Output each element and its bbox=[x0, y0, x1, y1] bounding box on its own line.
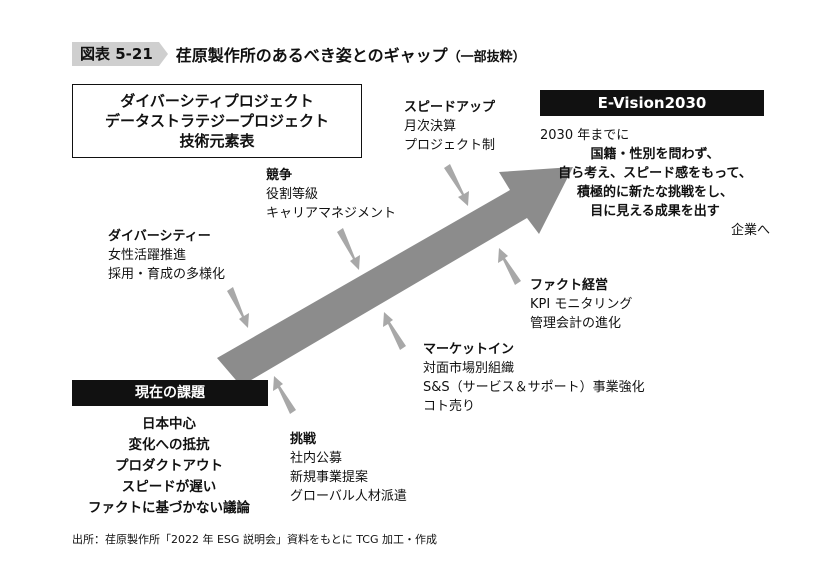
vision-line: 積極的に新たな挑戦をし、 bbox=[576, 185, 733, 200]
group-market: マーケットイン 対面市場別組織 S&S（サービス＆サポート）事業強化 コト売り bbox=[423, 340, 645, 416]
group-speed: スピードアップ 月次決算 プロジェクト制 bbox=[404, 98, 495, 155]
group-item: 管理会計の進化 bbox=[530, 316, 622, 331]
group-item: キャリアマネジメント bbox=[266, 206, 397, 221]
group-item: KPI モニタリング bbox=[530, 297, 633, 312]
project-line: ダイバーシティプロジェクト bbox=[120, 92, 314, 110]
issue-item: プロダクトアウト bbox=[115, 458, 223, 474]
main-progress-arrow bbox=[217, 167, 573, 386]
group-heading: ファクト経営 bbox=[530, 278, 609, 293]
group-diversity: ダイバーシティー 女性活躍推進 採用・育成の多様化 bbox=[108, 227, 225, 284]
vision-lead: 2030 年までに bbox=[540, 128, 630, 143]
projects-box: ダイバーシティプロジェクト データストラテジープロジェクト 技術元素表 bbox=[72, 84, 362, 158]
figure-title: 荏原製作所のあるべき姿とのギャップ（一部抜粋） bbox=[176, 42, 526, 66]
group-item: プロジェクト制 bbox=[404, 138, 496, 153]
vision-line: 国籍・性別を問わず、 bbox=[590, 147, 720, 162]
figure-title-note: （一部抜粋） bbox=[447, 50, 526, 65]
figure-title-bar: 図表 5-21 荏原製作所のあるべき姿とのギャップ（一部抜粋） bbox=[72, 42, 526, 66]
group-fact: ファクト経営 KPI モニタリング 管理会計の進化 bbox=[530, 276, 632, 333]
issue-item: 変化への抵抗 bbox=[128, 437, 210, 453]
current-issues-list: 日本中心 変化への抵抗 プロダクトアウト スピードが遅い ファクトに基づかない議… bbox=[66, 414, 272, 519]
group-item: 女性活躍推進 bbox=[108, 248, 187, 263]
arrow-competition bbox=[337, 228, 360, 270]
source-note: 出所：荏原製作所「2022 年 ESG 説明会」資料をもとに TCG 加工・作成 bbox=[72, 533, 437, 546]
vision-line: 自ら考え、スピード感をもって、 bbox=[558, 166, 752, 181]
group-item: 社内公募 bbox=[290, 451, 343, 466]
issue-item: スピードが遅い bbox=[121, 479, 217, 495]
arrow-speed bbox=[444, 164, 469, 206]
vision-line: 目に見える成果を出す bbox=[590, 204, 720, 219]
project-line: データストラテジープロジェクト bbox=[104, 112, 330, 130]
vision-heading: E-Vision2030 bbox=[540, 90, 764, 116]
figure-label: 図表 5-21 bbox=[72, 42, 159, 66]
arrow-fact bbox=[498, 248, 521, 285]
vision-description: 2030 年までに 国籍・性別を問わず、 自ら考え、スピード感をもって、 積極的… bbox=[540, 126, 770, 240]
issue-item: 日本中心 bbox=[142, 416, 196, 432]
group-item: 採用・育成の多様化 bbox=[108, 267, 226, 282]
group-heading: ダイバーシティー bbox=[108, 229, 211, 244]
group-competition: 競争 役割等級 キャリアマネジメント bbox=[266, 166, 396, 223]
vision-tail: 企業へ bbox=[730, 223, 770, 238]
group-heading: 競争 bbox=[266, 168, 293, 183]
group-item: グローバル人材派遣 bbox=[290, 489, 407, 504]
group-item: コト売り bbox=[423, 399, 476, 414]
group-item: 新規事業提案 bbox=[290, 470, 369, 485]
issue-item: ファクトに基づかない議論 bbox=[88, 500, 250, 516]
arrow-diversity bbox=[227, 287, 249, 328]
group-item: 月次決算 bbox=[404, 119, 457, 134]
figure-title-text: 荏原製作所のあるべき姿とのギャップ bbox=[175, 46, 448, 65]
arrow-market bbox=[383, 312, 406, 350]
arrow-challenge bbox=[273, 376, 296, 414]
project-line: 技術元素表 bbox=[179, 132, 255, 150]
contributing-arrows bbox=[227, 164, 521, 414]
group-heading: スピードアップ bbox=[404, 100, 496, 115]
group-item: 役割等級 bbox=[266, 187, 319, 202]
current-issues-heading: 現在の課題 bbox=[72, 380, 268, 406]
figure-label-chevron bbox=[158, 42, 168, 66]
group-heading: マーケットイン bbox=[423, 342, 515, 357]
group-item: 対面市場別組織 bbox=[423, 361, 515, 376]
group-heading: 挑戦 bbox=[290, 432, 317, 447]
group-item: S&S（サービス＆サポート）事業強化 bbox=[423, 380, 645, 395]
group-challenge: 挑戦 社内公募 新規事業提案 グローバル人材派遣 bbox=[290, 430, 407, 506]
